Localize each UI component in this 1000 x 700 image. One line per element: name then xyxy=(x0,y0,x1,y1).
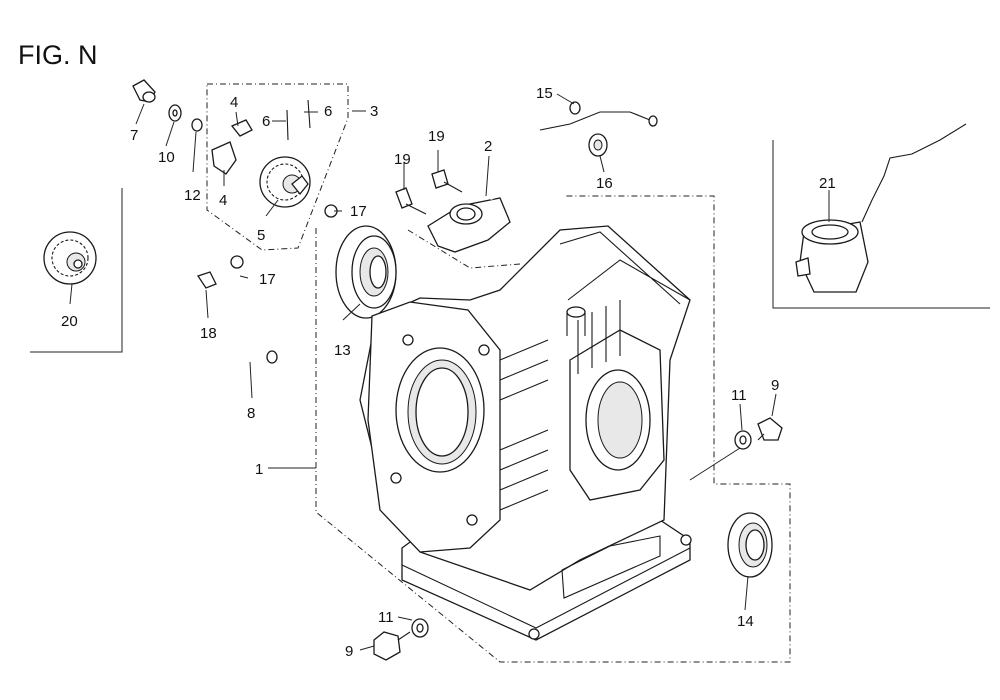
group-outline-3 xyxy=(206,83,349,251)
callout-3: 3 xyxy=(370,103,378,120)
drain-bolt-9-right xyxy=(757,417,783,441)
callout-19-left: 19 xyxy=(394,151,411,168)
callout-15: 15 xyxy=(536,85,553,102)
callout-4-lower: 4 xyxy=(219,192,227,209)
callout-14: 14 xyxy=(737,613,754,630)
callout-1: 1 xyxy=(255,461,263,478)
callout-11-right: 11 xyxy=(731,387,747,404)
washer-11-right xyxy=(734,430,752,450)
callout-10: 10 xyxy=(158,149,175,166)
pins-6 xyxy=(286,99,311,141)
crankcase-1 xyxy=(359,225,692,641)
group-outline-2 xyxy=(407,229,521,269)
callout-6-right: 6 xyxy=(324,103,332,120)
callout-16: 16 xyxy=(596,175,613,192)
bolt-19-left xyxy=(395,187,427,215)
callout-8: 8 xyxy=(247,405,255,422)
seal-17-lower xyxy=(230,255,244,269)
callout-2: 2 xyxy=(484,138,492,155)
callout-5: 5 xyxy=(257,227,265,244)
callout-4-upper: 4 xyxy=(230,94,238,111)
callout-18: 18 xyxy=(200,325,217,342)
pump-gear-5 xyxy=(259,156,311,208)
washer-11-lower xyxy=(411,618,429,638)
callout-12: 12 xyxy=(184,187,201,204)
pin-12 xyxy=(191,118,203,132)
clip-18 xyxy=(196,271,217,289)
drain-bolt-9-lower xyxy=(373,631,411,661)
callout-20: 20 xyxy=(61,313,78,330)
callout-9-lower: 9 xyxy=(345,643,353,660)
callout-17-lower: 17 xyxy=(259,271,276,288)
callout-17-upper: 17 xyxy=(350,203,367,220)
callout-7: 7 xyxy=(130,127,138,144)
callout-11-lower: 11 xyxy=(378,609,394,626)
callout-13: 13 xyxy=(334,342,351,359)
oil-sensor-21 xyxy=(795,123,967,293)
group-outline-1 xyxy=(315,195,791,663)
governor-gear-20 xyxy=(43,231,97,285)
bolt-7 xyxy=(132,79,156,103)
callout-21: 21 xyxy=(819,175,836,192)
callout-9-right: 9 xyxy=(771,377,779,394)
bolt-19-right xyxy=(431,169,463,193)
leader-lines xyxy=(69,93,830,651)
tube-15 xyxy=(539,101,658,131)
pipe-8 xyxy=(230,285,278,364)
grommet-16 xyxy=(588,133,608,157)
figure-title: FIG. N xyxy=(18,40,98,70)
callout-6-left: 6 xyxy=(262,113,270,130)
group-outline-20 xyxy=(30,188,123,353)
group-outline-21 xyxy=(772,140,990,309)
oil-seal-14 xyxy=(727,512,773,578)
callout-19-right: 19 xyxy=(428,128,445,145)
callout-labels: 1 2 3 4 4 5 6 6 7 8 9 9 10 11 11 12 13 1… xyxy=(61,85,836,660)
washer-10 xyxy=(168,104,182,122)
breather-2 xyxy=(427,126,540,253)
rotor-4 xyxy=(211,119,253,175)
bearing-13 xyxy=(335,225,397,319)
